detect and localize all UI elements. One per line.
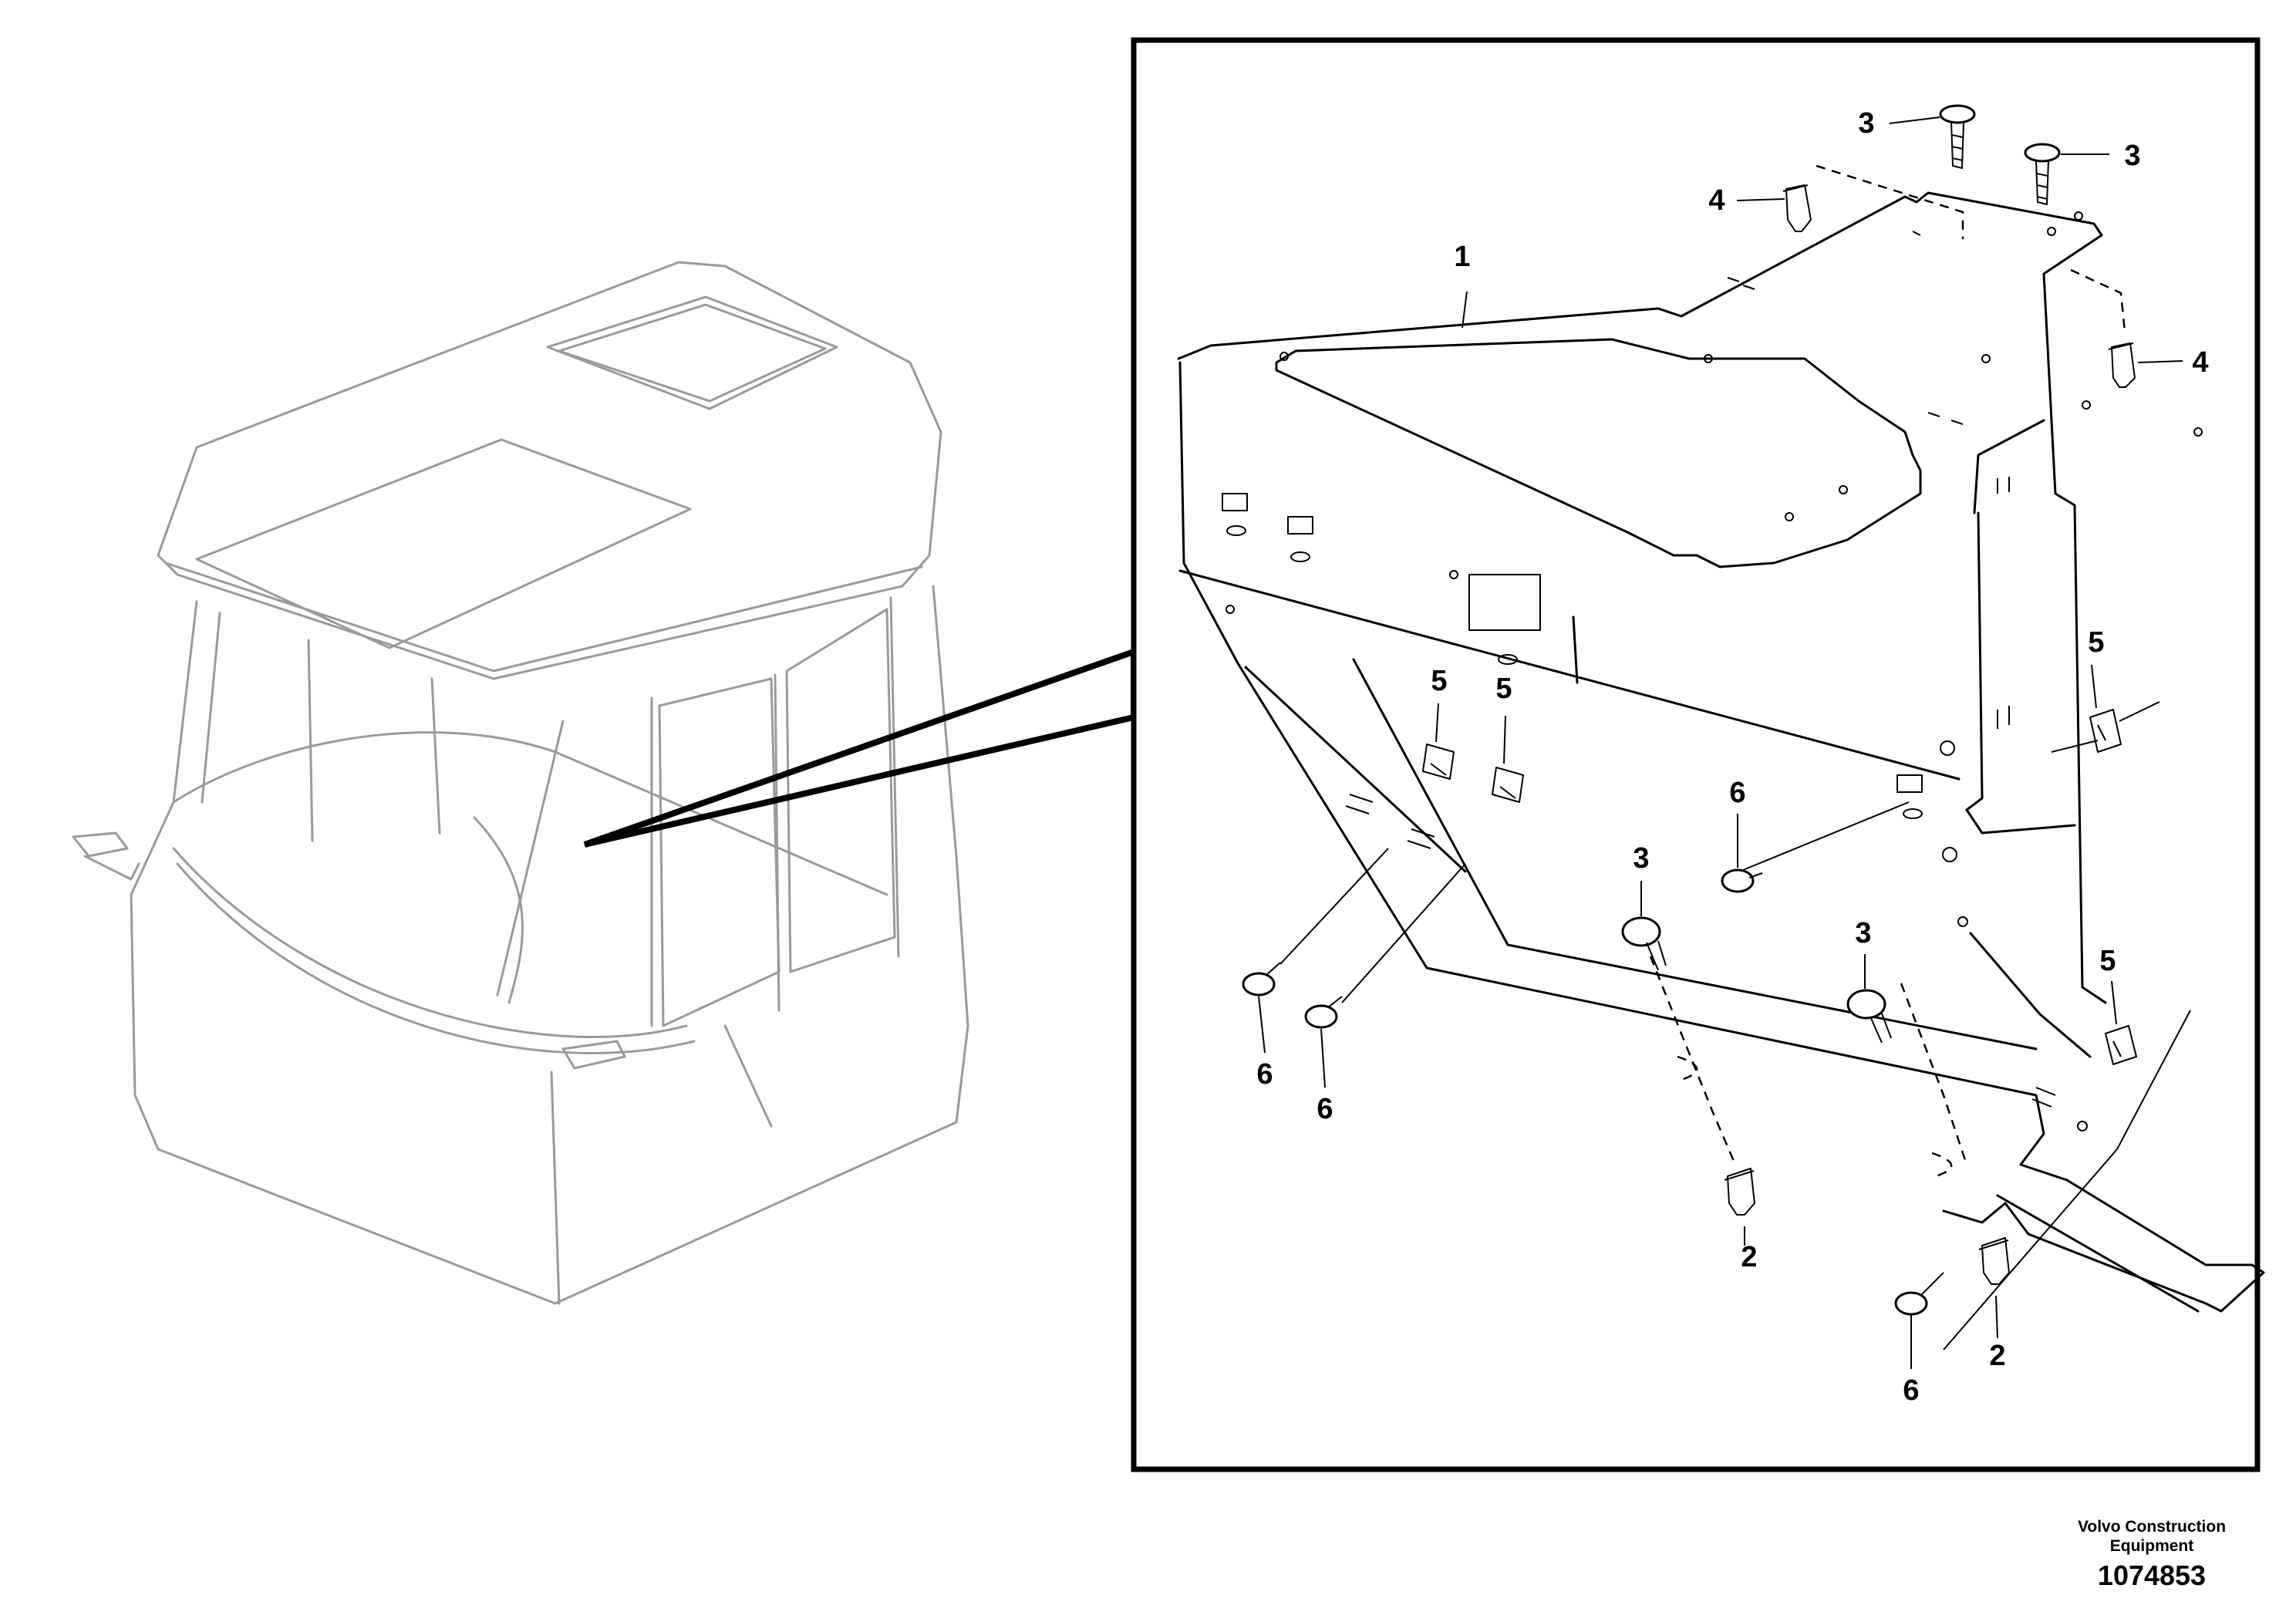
callout-label: 4 [1708,184,1725,217]
alignment-lines [1649,164,2126,1178]
screw-icon [1621,916,1667,971]
callout-label: 1 [1454,241,1470,273]
callout-label: 3 [2124,140,2140,172]
callout-label: 5 [1495,673,1512,705]
screw-icon [1242,962,1281,996]
clip-nut-icon [1978,1237,2010,1285]
spring-clip-icon [2089,709,2122,753]
callout-label: 2 [1741,1241,1757,1273]
screw-icon [1304,996,1343,1029]
clip-nut-icon [2108,342,2136,388]
spring-clip-icon [1492,767,1524,803]
callout-label: 3 [1855,917,1871,949]
fastener-leaders [1279,701,2191,1351]
callout-label: 6 [1256,1058,1273,1091]
callout-labels: 1 3 3 4 4 5 5 5 5 6 3 3 6 6 2 2 6 6 [1256,107,2208,1407]
screw-icon [1894,1272,1944,1316]
detail-frame [1131,37,2261,1472]
clip-nut-icon [1782,184,1812,232]
company-name-line1: Volvo Construction [2077,1518,2227,1536]
callout-label: 3 [1633,842,1649,875]
callout-label: 2 [1989,1340,2005,1372]
clip-nut-icon [1724,1168,1755,1216]
callout-label: 5 [2088,626,2104,659]
company-name-line2: Equipment [2109,1537,2194,1555]
spring-clip-icon [1422,744,1455,780]
callout-label: 6 [1729,777,1745,809]
screw-icon [2024,143,2061,205]
callout-label: 6 [1903,1374,1919,1407]
spring-clip-icon [2105,1025,2137,1065]
callout-label: 5 [2099,945,2116,977]
drawing-number: 1074853 [2097,1560,2207,1591]
screw-icon [1846,989,1892,1044]
callout-label: 6 [1317,1093,1333,1125]
screw-icon [1721,868,1763,893]
callout-leaders [1258,116,2183,1369]
callout-label: 3 [1858,107,1874,140]
callout-label: 5 [1431,665,1447,697]
fastener-shapes [1242,104,2137,1316]
callout-label: 4 [2192,346,2208,379]
screw-icon [1939,104,1976,169]
cab-overview [72,261,1137,1305]
